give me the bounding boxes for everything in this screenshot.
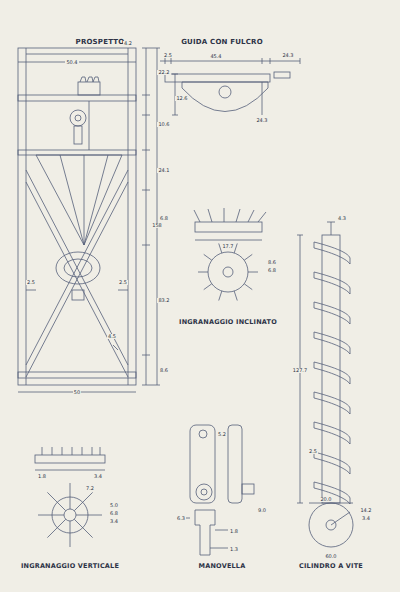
- screw-thread: [314, 272, 350, 294]
- view-title: INGRANAGGIO INCLINATO: [178, 319, 278, 326]
- dimension-label: 5.0: [109, 503, 119, 508]
- screw-thread: [314, 362, 350, 384]
- drawing-stroke: [219, 291, 222, 301]
- drawing-stroke: [47, 519, 65, 537]
- screw-thread: [314, 242, 350, 264]
- dimension-label: 24.3: [255, 118, 268, 123]
- drawing-stroke: [198, 272, 208, 273]
- screw-thread: [314, 452, 350, 474]
- dimension-label: 1.3: [229, 547, 239, 552]
- drawing-stroke: [38, 515, 64, 516]
- dimension-label: 6.3: [176, 516, 186, 521]
- dimension-label: 8.6: [159, 368, 169, 373]
- drawing-stroke: [70, 483, 71, 509]
- dimension-label: 127.7: [292, 368, 308, 373]
- dimension-label: 2.5: [308, 449, 318, 454]
- drawing-stroke: [204, 284, 212, 290]
- dimension-label: 22.2: [157, 70, 170, 75]
- dimension-label: 17.7: [221, 244, 234, 249]
- drawing-stroke: [70, 521, 71, 547]
- dimension-label: 7.2: [85, 486, 95, 491]
- dimension-label: 83.2: [157, 298, 170, 303]
- dimension-label: 2.5: [163, 53, 173, 58]
- dimension-label: 4.3: [337, 216, 347, 221]
- dimension-label: 6.8: [109, 511, 119, 516]
- dimension-label: 24.3: [281, 53, 294, 58]
- drawing-stroke: [244, 254, 252, 260]
- dimension-label: 2.5: [26, 280, 36, 285]
- view-title: MANOVELLA: [198, 563, 247, 570]
- dimension-label: 1.8: [229, 529, 239, 534]
- dimension-label: 6.8: [159, 216, 169, 221]
- dimension-label: 45.4: [209, 54, 222, 59]
- dimension-label: 3.4: [361, 516, 371, 521]
- drawing-stroke: [248, 272, 258, 273]
- drawing-stroke: [74, 519, 92, 537]
- dimension-label: 60.0: [324, 554, 337, 559]
- drawing-stroke: [204, 254, 212, 260]
- drawing-stroke: [76, 515, 102, 516]
- dimension-label: 12.6: [175, 96, 188, 101]
- dimension-label: 9.0: [257, 508, 267, 513]
- dimension-label: 10.6: [157, 122, 170, 127]
- dimension-label: 14.2: [359, 508, 372, 513]
- dimension-label: 6.8: [267, 268, 277, 273]
- drawing-stroke: [74, 492, 92, 510]
- dimension-label: 1.8: [37, 474, 47, 479]
- dimension-label: 50.4: [65, 60, 78, 65]
- dimension-label: 2.5: [118, 280, 128, 285]
- screw-thread: [314, 422, 350, 444]
- drawing-stroke: [234, 291, 237, 301]
- screw-thread: [314, 482, 350, 504]
- view-title: INGRANAGGIO VERTICALE: [20, 563, 120, 570]
- screw-thread: [314, 302, 350, 324]
- dimension-label: 20.0: [319, 497, 332, 502]
- drawing-stroke: [244, 284, 252, 290]
- dimension-label: 3.4: [93, 474, 103, 479]
- view-title: CILINDRO A VITE: [298, 563, 364, 570]
- dimension-label: 4.2: [123, 41, 133, 46]
- dimension-label: 158: [151, 223, 163, 228]
- dimension-label: 5.2: [217, 432, 227, 437]
- screw-thread: [314, 332, 350, 354]
- dimension-label: 3.4: [109, 519, 119, 524]
- screw-thread: [314, 392, 350, 414]
- dimension-label: 50: [73, 390, 81, 395]
- dimension-label: 4.5: [107, 334, 117, 339]
- dimension-label: 24.1: [157, 168, 170, 173]
- dimension-label: 8.6: [267, 260, 277, 265]
- view-title: GUIDA CON FULCRO: [180, 39, 264, 46]
- drawing-stroke: [234, 243, 237, 253]
- drawing-stroke: [47, 492, 65, 510]
- view-title: PROSPETTO: [75, 39, 126, 46]
